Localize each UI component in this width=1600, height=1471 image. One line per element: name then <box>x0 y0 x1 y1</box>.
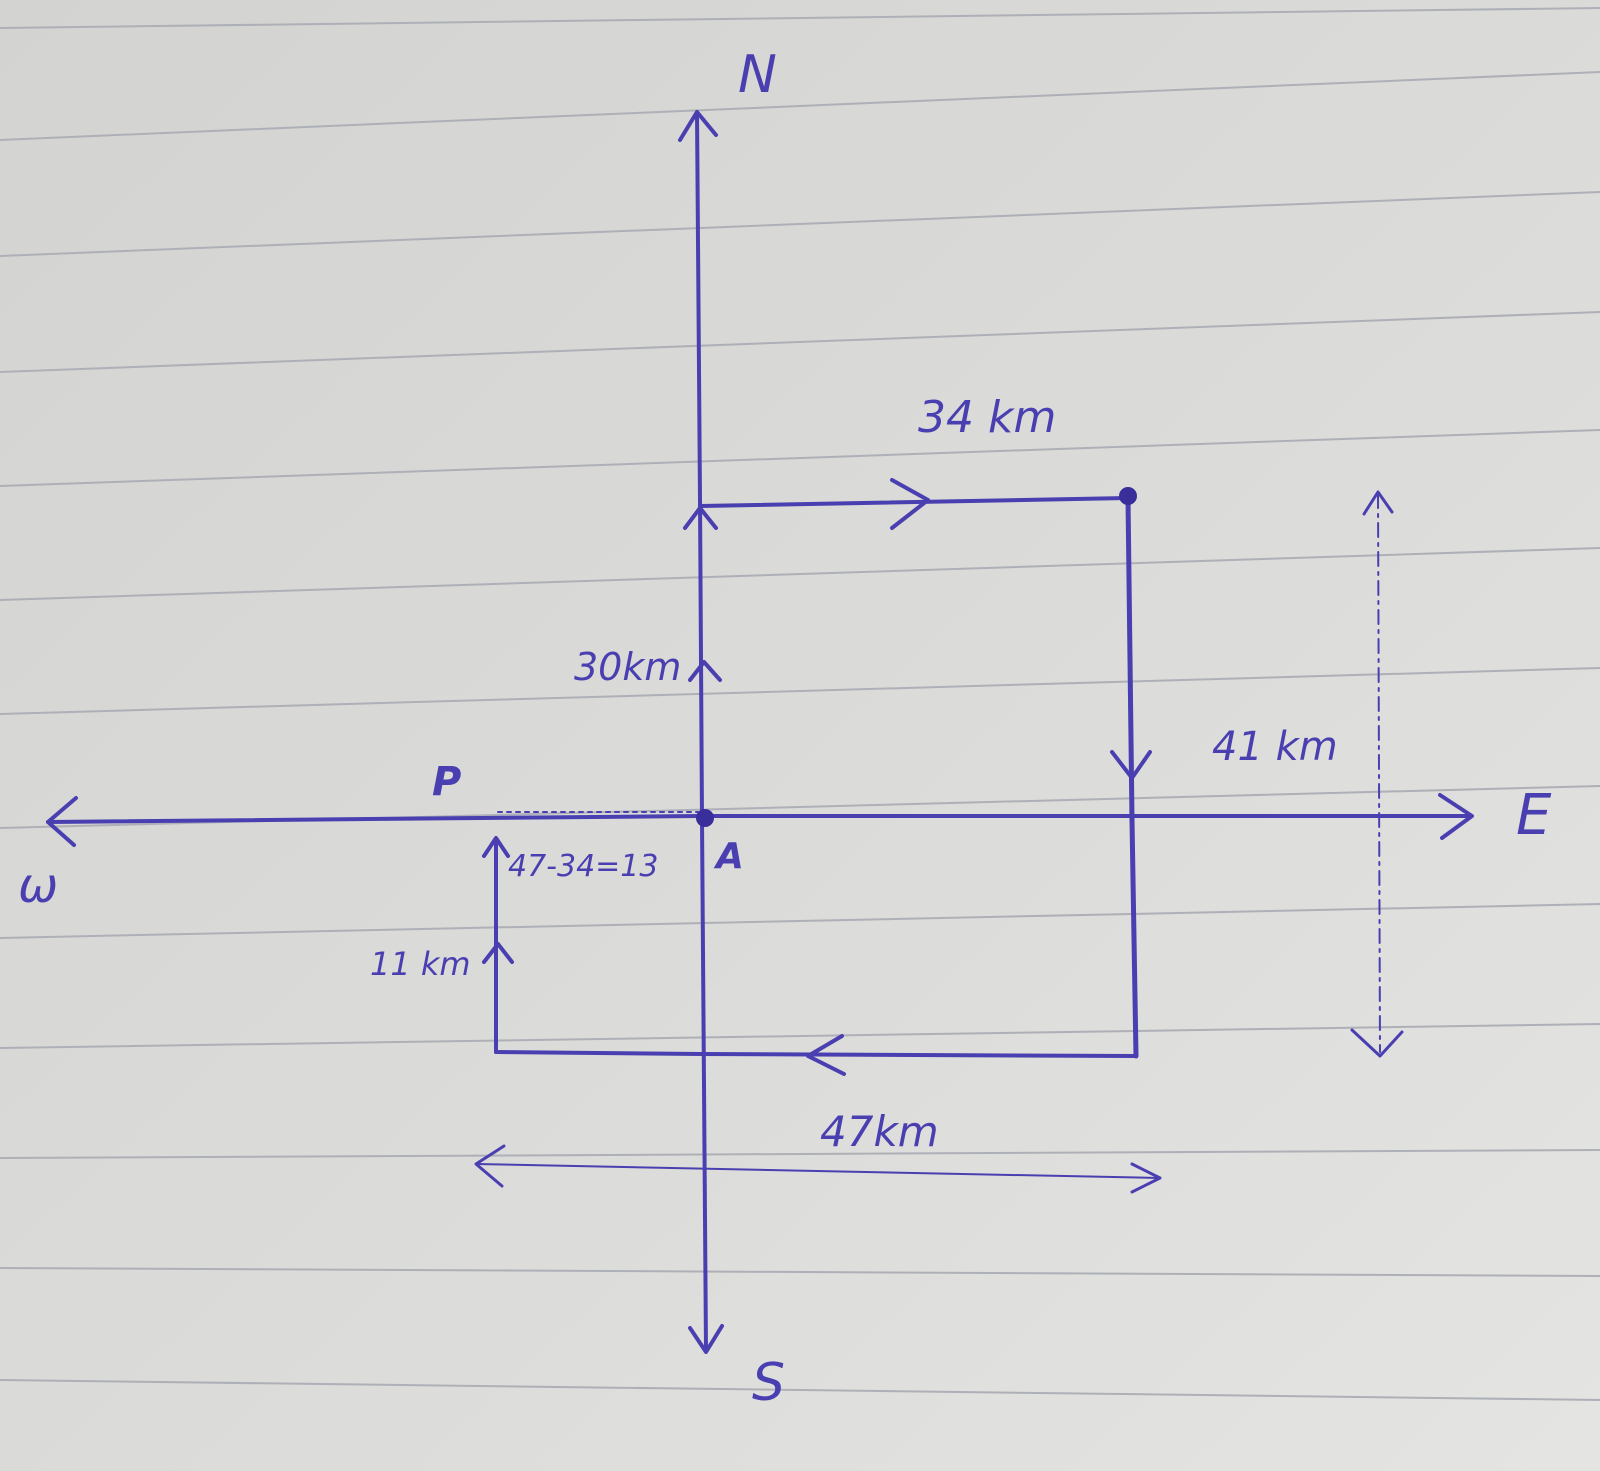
final-leg-arrow-mid <box>482 942 514 964</box>
south-label: S <box>752 1353 785 1413</box>
north-leg-arrow-top <box>683 506 718 530</box>
dimension-41km-line <box>1377 493 1381 1053</box>
south-leg-arrow <box>1110 750 1152 780</box>
point-a-label: A <box>713 836 744 877</box>
north-leg-label: 30km <box>574 645 681 689</box>
west-leg-line <box>494 1050 1138 1058</box>
south-arrowhead <box>688 1324 724 1354</box>
west-label: ω <box>18 858 58 914</box>
south-leg-label: 41 km <box>1212 724 1338 770</box>
east-arrowhead <box>1438 793 1474 840</box>
west-arrowhead <box>46 796 78 847</box>
final-leg-arrow-top <box>482 836 510 858</box>
east-leg-line <box>698 496 1130 508</box>
south-leg-line <box>1125 495 1139 1059</box>
north-leg-arrow-mid <box>688 660 722 682</box>
north-south-axis <box>695 110 708 1352</box>
east-leg-arrow <box>890 478 930 530</box>
calculation-label: 47-34=13 <box>508 849 658 884</box>
dimension-41km-top-arrow <box>1362 490 1394 516</box>
point-p-label: P <box>432 759 461 805</box>
east-label: E <box>1516 783 1552 848</box>
final-leg-label: 11 km <box>370 945 471 983</box>
north-arrowhead <box>678 110 718 142</box>
corner-dot <box>1119 487 1137 505</box>
dimension-47km-line <box>475 1163 1161 1179</box>
ruled-lines <box>0 7 1600 1401</box>
east-leg-label: 34 km <box>918 392 1056 443</box>
point-a-dot <box>696 809 714 827</box>
west-leg-label: 47km <box>820 1107 939 1156</box>
dimension-47km-left-arrow <box>474 1144 506 1188</box>
north-label: N <box>738 45 777 105</box>
dimension-47km-right-arrow <box>1130 1162 1162 1194</box>
west-leg-arrow <box>806 1034 846 1076</box>
dimension-41km-bottom-arrow <box>1350 1028 1404 1058</box>
